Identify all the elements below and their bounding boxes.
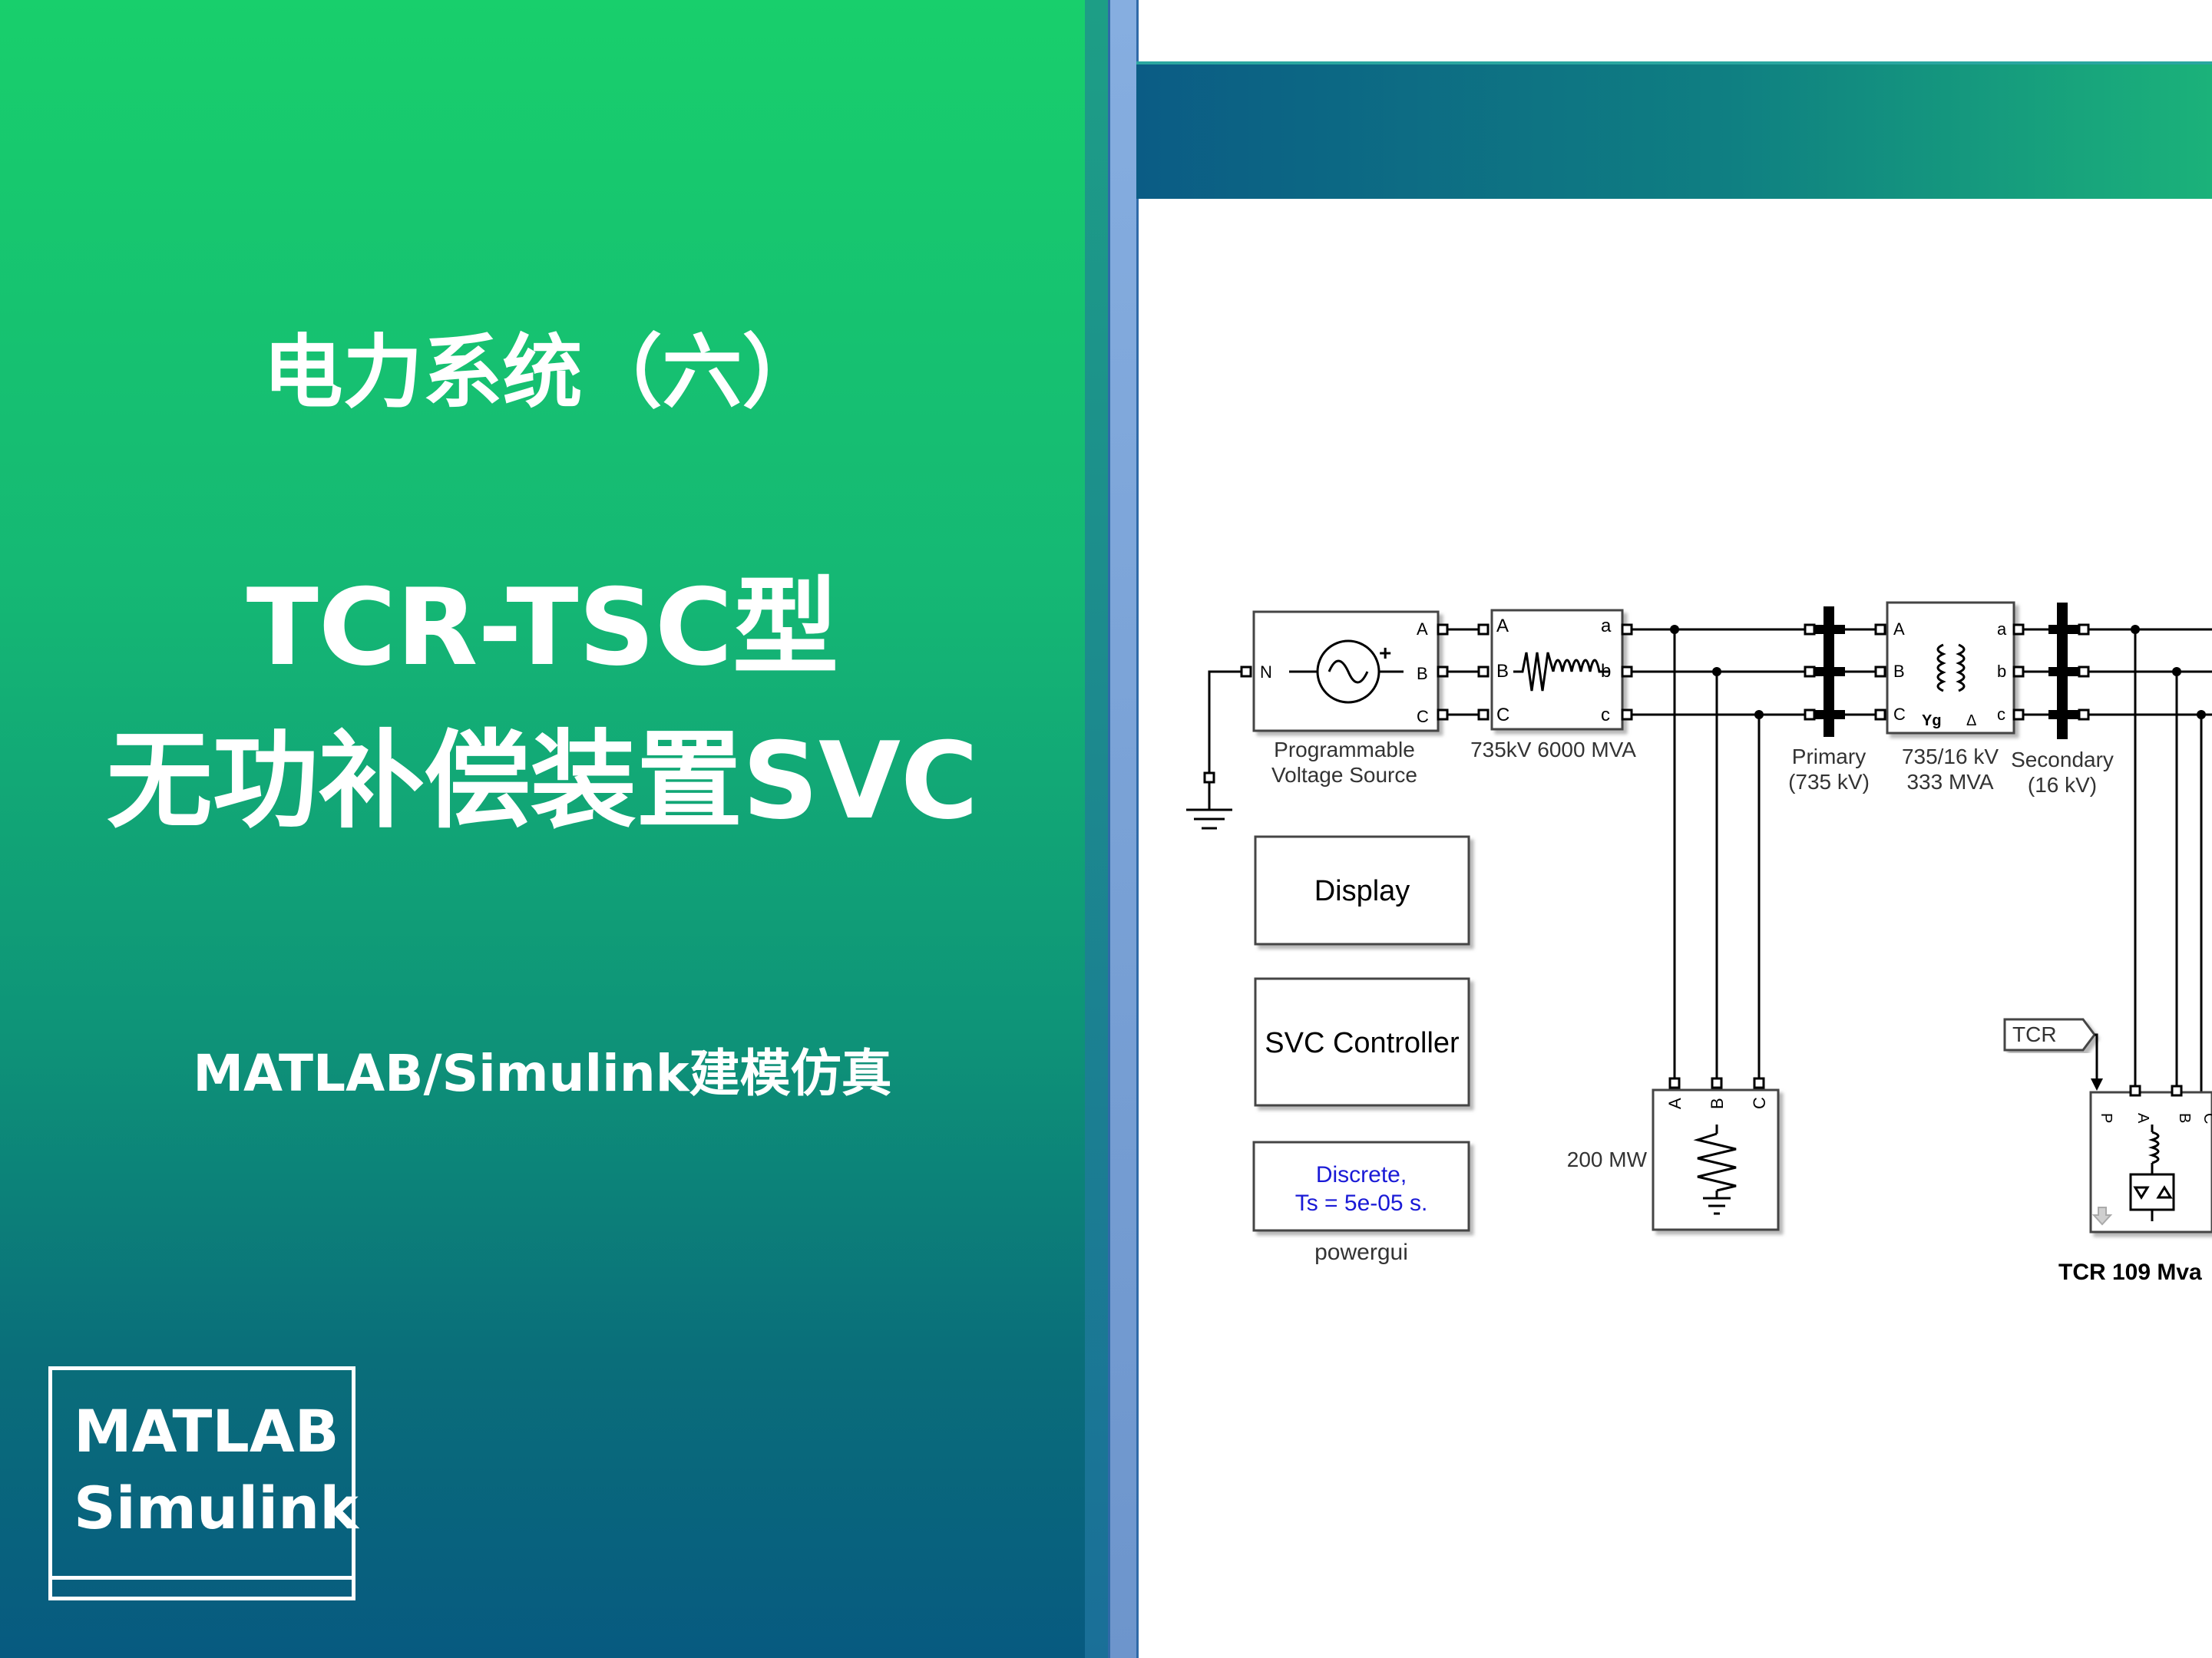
wires-source-to-line bbox=[1437, 623, 1490, 721]
powergui-block[interactable]: Discrete, Ts = 5e-05 s. powergui bbox=[1252, 1141, 1470, 1265]
source-port-b: B bbox=[1417, 664, 1428, 683]
tcr-port-a: A bbox=[2134, 1113, 2151, 1124]
tcr-block[interactable]: P A B C TCR 109 Mva bbox=[2058, 1085, 2212, 1285]
line-out-c: c bbox=[1601, 705, 1610, 725]
main-title-line1: TCR-TSC型 bbox=[246, 566, 839, 689]
powergui-line2: Ts = 5e-05 s. bbox=[1295, 1191, 1428, 1216]
logo-matlab-text: MATLAB bbox=[74, 1397, 339, 1465]
thyristor-reactor-icon bbox=[2129, 1125, 2175, 1221]
wires-primary-to-transformer bbox=[1845, 623, 1886, 721]
logo-underline bbox=[52, 1576, 352, 1580]
three-phase-line-block[interactable]: A B C a b c 735kV 6000 MVA bbox=[1470, 609, 1636, 761]
main-title-line2: 无功补偿装置SVC bbox=[106, 719, 979, 843]
transformer-block[interactable]: A B C a b c Yg Δ 735/16 kV 333 MVA bbox=[1886, 601, 2015, 794]
source-plus: + bbox=[1379, 641, 1391, 665]
header-banner bbox=[1136, 61, 2212, 199]
line-in-b: B bbox=[1496, 661, 1509, 682]
tcr-label: TCR 109 Mva bbox=[2058, 1260, 2202, 1285]
svc-controller-block[interactable]: SVC Controller bbox=[1254, 977, 1470, 1107]
line-in-c: C bbox=[1496, 705, 1509, 725]
secondary-label-line1: Secondary bbox=[2011, 748, 2114, 771]
secondary-bus-measurement[interactable]: Secondary (16 kV) bbox=[2011, 603, 2114, 797]
source-label-line1: Programmable bbox=[1274, 738, 1415, 761]
programmable-voltage-source-block[interactable]: N + A B C Programmable Voltage Source bbox=[1240, 610, 1440, 787]
wires-transformer-to-secondary bbox=[2012, 623, 2048, 721]
xfmr-in-c: C bbox=[1893, 705, 1906, 724]
xfmr-delta: Δ bbox=[1966, 712, 1976, 729]
tcr-goto-tag[interactable]: TCR bbox=[2003, 1018, 2103, 1091]
load-block[interactable]: A B C 200 MW bbox=[1567, 1077, 1780, 1231]
display-block-label: Display bbox=[1314, 875, 1410, 907]
xfmr-out-b: b bbox=[1997, 662, 2006, 681]
display-block[interactable]: Display bbox=[1254, 835, 1470, 946]
svc-controller-label: SVC Controller bbox=[1265, 1027, 1460, 1059]
main-buses bbox=[1621, 623, 1816, 1082]
source-port-a: A bbox=[1417, 619, 1428, 639]
primary-bus-measurement[interactable]: Primary (735 kV) bbox=[1788, 606, 1870, 794]
xfmr-label-line2: 333 MVA bbox=[1906, 770, 1993, 794]
matlab-simulink-logo: MATLAB Simulink bbox=[48, 1366, 359, 1600]
line-out-a: a bbox=[1601, 616, 1612, 636]
load-label: 200 MW bbox=[1567, 1148, 1648, 1171]
primary-label-line2: (735 kV) bbox=[1788, 770, 1870, 794]
divider-stripe-blue bbox=[1108, 0, 1139, 1658]
series-title: 电力系统（六） bbox=[263, 325, 822, 419]
down-arrow-icon bbox=[2091, 1207, 2113, 1226]
line-in-a: A bbox=[1496, 616, 1509, 636]
divider-stripe-teal bbox=[1085, 0, 1108, 1658]
line-label: 735kV 6000 MVA bbox=[1470, 738, 1636, 761]
xfmr-out-a: a bbox=[1997, 619, 2007, 639]
secondary-label-line2: (16 kV) bbox=[2028, 773, 2097, 797]
secondary-junction-dots bbox=[2131, 625, 2206, 719]
subtitle: MATLAB/Simulink建模仿真 bbox=[193, 1044, 892, 1103]
xfmr-wye: Yg bbox=[1922, 712, 1942, 729]
transformer-coils-icon bbox=[1936, 643, 1966, 692]
simulink-diagram: N + A B C Programmable Voltage Source A … bbox=[1186, 601, 2212, 1285]
resistor-icon bbox=[1693, 1125, 1737, 1215]
xfmr-in-b: B bbox=[1893, 662, 1905, 681]
rl-impedance-icon bbox=[1513, 652, 1609, 692]
source-port-c: C bbox=[1417, 707, 1429, 726]
powergui-label: powergui bbox=[1314, 1240, 1408, 1265]
source-label-line2: Voltage Source bbox=[1271, 763, 1417, 787]
xfmr-in-a: A bbox=[1893, 619, 1905, 639]
tcr-port-c: C bbox=[2200, 1113, 2212, 1124]
wires-secondary-to-tcr bbox=[2078, 623, 2212, 1094]
load-port-a: A bbox=[1665, 1098, 1685, 1109]
tcr-goto-label: TCR bbox=[2012, 1022, 2057, 1046]
cover-panel: 电力系统（六） TCR-TSC型 无功补偿装置SVC MATLAB/Simuli… bbox=[0, 0, 1085, 1658]
source-port-n: N bbox=[1260, 662, 1272, 682]
xfmr-out-c: c bbox=[1997, 705, 2005, 724]
load-port-b: B bbox=[1708, 1098, 1727, 1109]
ground-connection bbox=[1186, 670, 1246, 830]
tcr-port-p: P bbox=[2098, 1113, 2114, 1123]
primary-label-line1: Primary bbox=[1792, 745, 1866, 768]
tcr-port-b: B bbox=[2176, 1113, 2193, 1123]
xfmr-label-line1: 735/16 kV bbox=[1902, 745, 1999, 768]
load-port-c: C bbox=[1750, 1097, 1769, 1109]
powergui-line1: Discrete, bbox=[1316, 1162, 1407, 1187]
junction-dots bbox=[1670, 625, 1764, 719]
logo-simulink-text: Simulink bbox=[74, 1474, 359, 1542]
